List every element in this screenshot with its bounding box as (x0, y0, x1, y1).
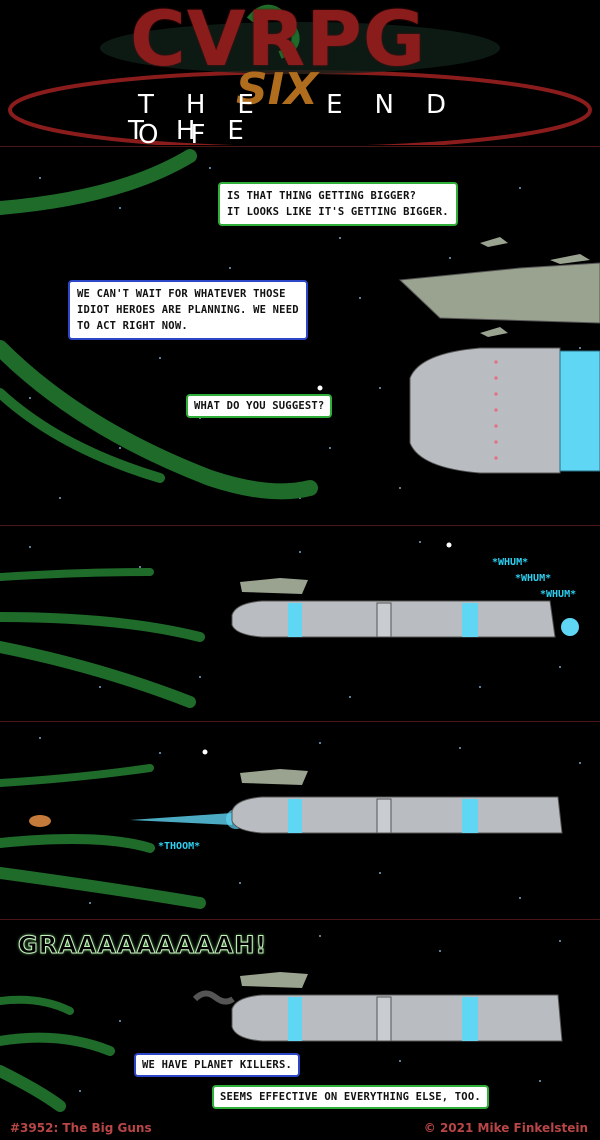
speech-bubble-5: Seems effective on everything else, too. (212, 1085, 489, 1109)
starfield (79, 935, 561, 1092)
comic-footer: #3952: The Big Guns © 2021 Mike Finkelst… (0, 1113, 600, 1140)
speech-text: idiot heroes are planning. We need (77, 304, 299, 316)
fighter (550, 254, 590, 264)
tentacle (0, 568, 154, 581)
panel-1-art (0, 149, 600, 500)
tentacle (0, 641, 196, 708)
panel-4-art (0, 935, 563, 1112)
tentacle-3 (0, 388, 165, 483)
battlecruiser (240, 578, 308, 594)
fleet-ships (398, 237, 600, 337)
planet-killer (231, 600, 579, 638)
panel-divider (0, 919, 600, 920)
starfield (39, 737, 581, 904)
copyright: © 2021 Mike Finkelstein (423, 1121, 588, 1135)
planet-killer-nose (409, 347, 600, 474)
battlecruiser (240, 769, 308, 785)
logo-text: CVRPG (130, 0, 427, 83)
destroyed-debris (29, 815, 51, 827)
header-art (8, 4, 592, 145)
sound-effect: *WHUM* (540, 589, 577, 600)
header-nebula (100, 22, 500, 74)
smoke-trail (192, 990, 235, 1005)
subtitle-line-1: THE END OF (138, 90, 479, 145)
speech-bubble-4: We have planet killers. (134, 1053, 300, 1077)
speech-text: Is that thing getting bigger? (227, 190, 417, 202)
speech-bubble-2: We can't wait for whatever those idiot h… (68, 280, 308, 340)
tentacle-1 (0, 149, 197, 215)
planet-killer (231, 994, 563, 1042)
panel-3: *THOOM* (0, 723, 600, 918)
panel-2-art (0, 541, 579, 708)
panel-divider (0, 146, 600, 147)
tentacle (0, 612, 205, 642)
speech-text: Seems effective on everything else, too. (220, 1091, 481, 1103)
energy-beam (130, 813, 232, 825)
speech-text: We have planet killers. (142, 1059, 292, 1071)
sound-effect: *THOOM* (158, 841, 201, 852)
comic-header: CVRPG SIX THE END OF THE UNIVERSE (0, 0, 600, 145)
tentacle-2 (0, 340, 318, 500)
speech-text: to act right now. (77, 320, 188, 332)
tentacle (0, 764, 154, 787)
battlecruiser (398, 262, 600, 324)
strip-title: #3952: The Big Guns (10, 1121, 152, 1135)
tentacle (0, 995, 74, 1015)
tentacle (0, 834, 155, 853)
tentacle (0, 1032, 115, 1056)
fighter (480, 237, 508, 247)
speech-text: We can't wait for whatever those (77, 288, 286, 300)
subtitle-line-2: THE UNIVERSE (128, 116, 276, 145)
roar-sound-effect: GRAAAAAAAAAH! (17, 931, 268, 960)
battlecruiser (240, 972, 308, 988)
panel-2: *WHUM* *WHUM* *WHUM* (0, 527, 600, 720)
sound-effect: *WHUM* (515, 573, 552, 584)
planet-killer (231, 796, 563, 834)
panel-1: Is that thing getting bigger? It looks l… (0, 148, 600, 524)
panel-3-art (0, 737, 581, 909)
edition-text: SIX (236, 64, 318, 115)
tentacle (0, 1065, 66, 1112)
panel-4: GRAAAAAAAAAH! We have planet killers. Se… (0, 921, 600, 1112)
panel-divider (0, 525, 600, 526)
speech-bubble-3: What do you suggest? (186, 394, 333, 418)
speech-bubble-1: Is that thing getting bigger? It looks l… (218, 182, 458, 226)
tentacle (0, 867, 206, 909)
fighter (480, 327, 508, 337)
header-tentacle (246, 4, 300, 59)
sound-effect: *WHUM* (492, 557, 529, 568)
speech-text: It looks like it's getting bigger. (227, 206, 449, 218)
panel-divider (0, 721, 600, 722)
speech-text: What do you suggest? (194, 400, 325, 412)
